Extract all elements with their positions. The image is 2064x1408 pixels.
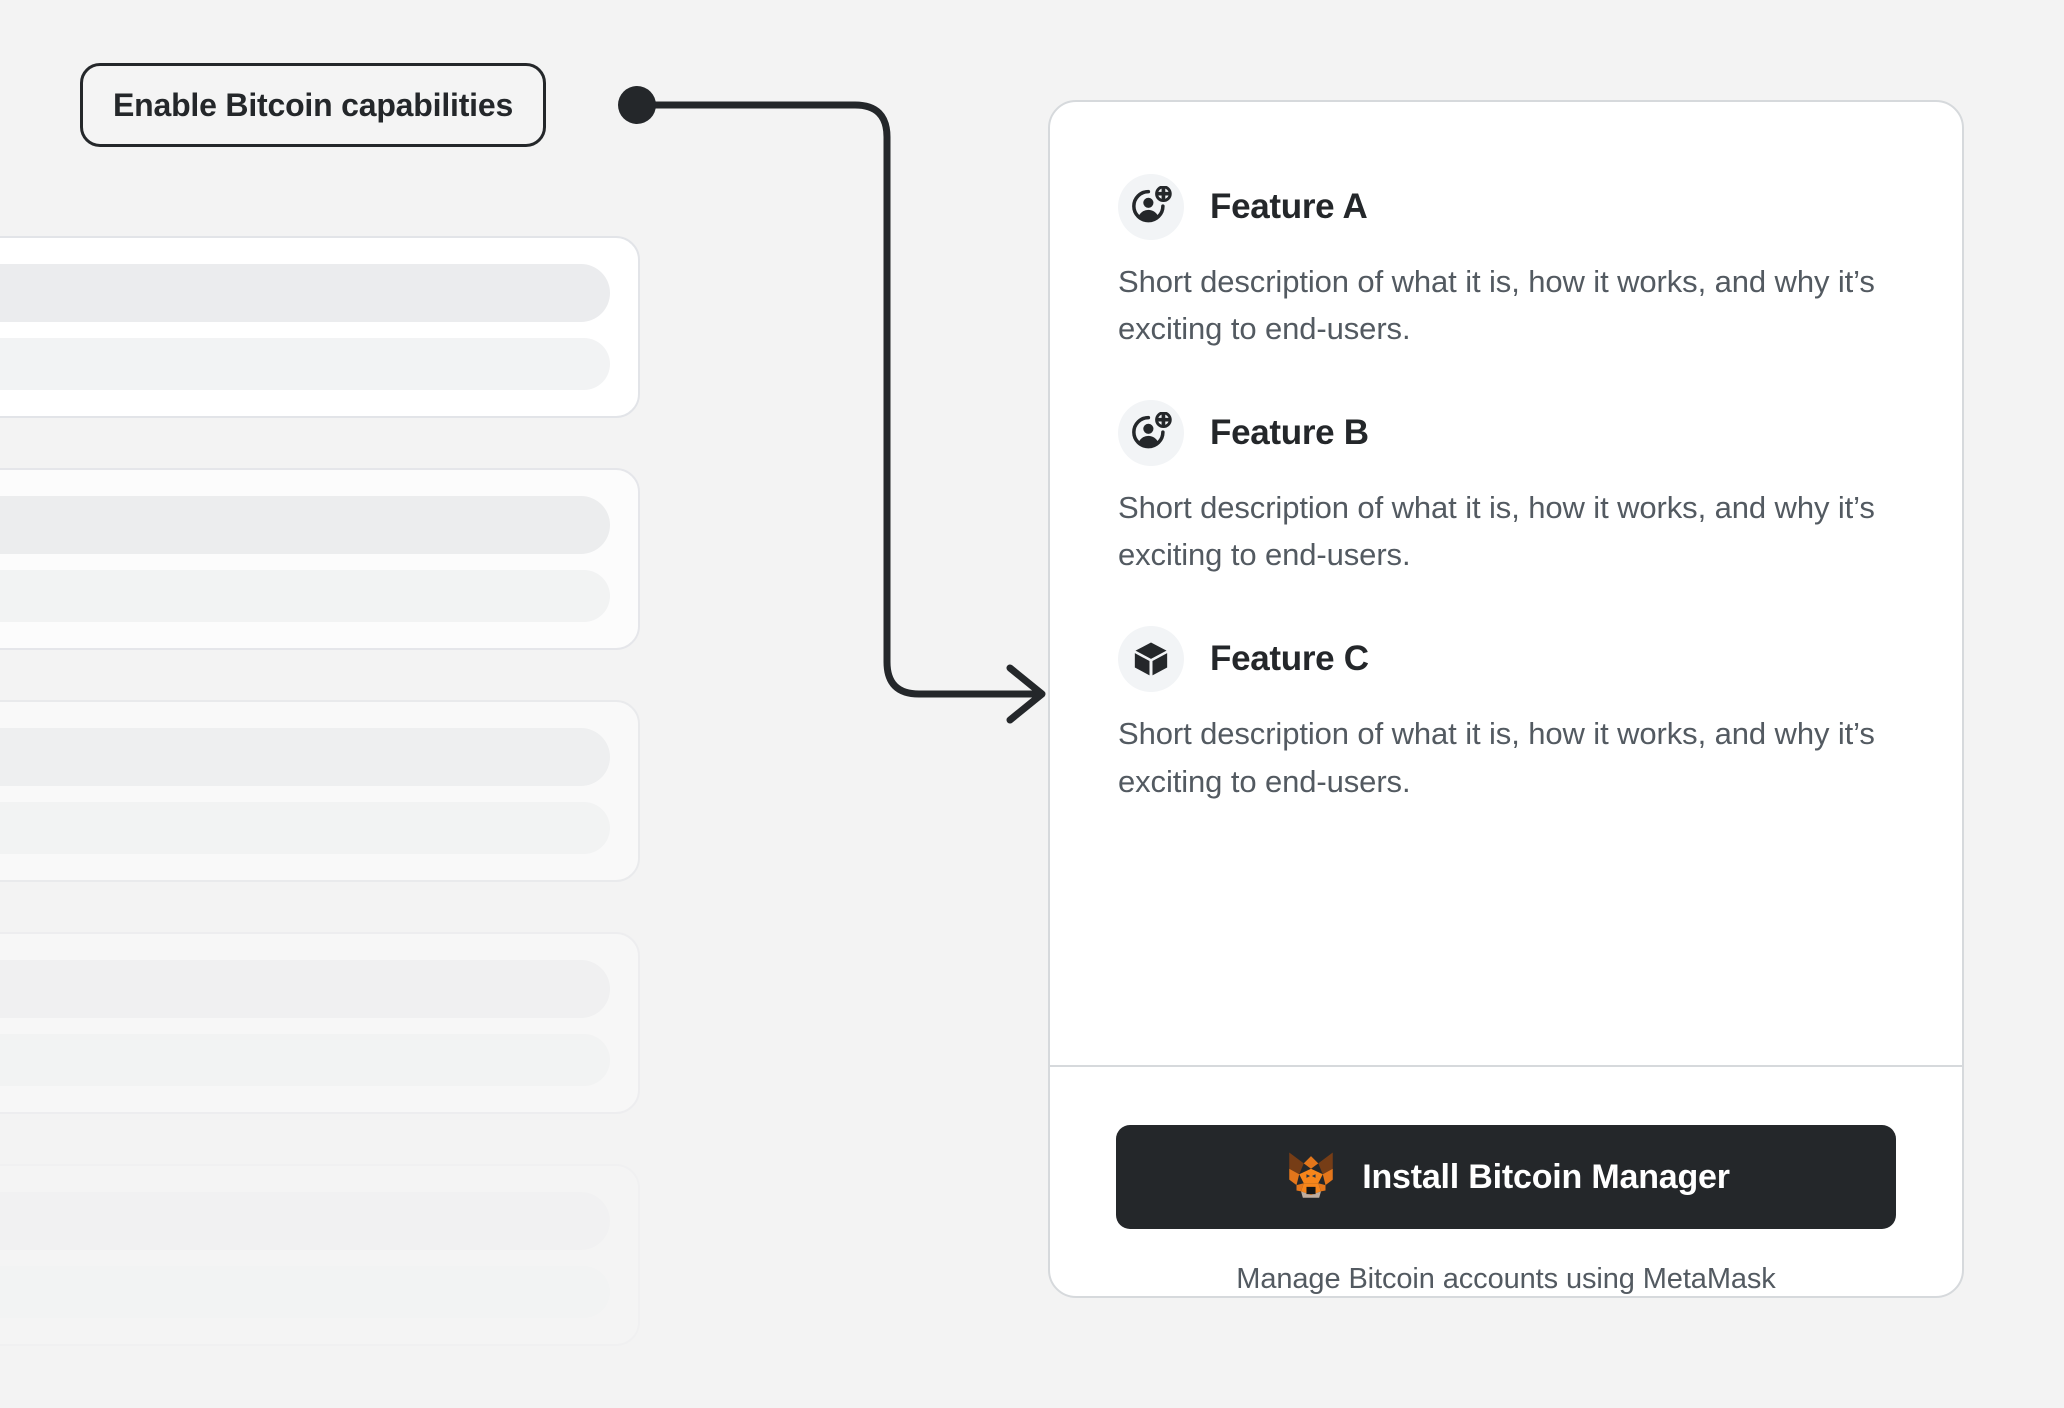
- feature-item-c: Feature C Short description of what it i…: [1118, 626, 1894, 804]
- feature-list: Feature A Short description of what it i…: [1050, 102, 1962, 1013]
- skeleton-card: [0, 236, 640, 418]
- connector-path: [633, 101, 1044, 698]
- feature-description: Short description of what it is, how it …: [1118, 264, 1875, 347]
- skeleton-bar-secondary: [0, 338, 610, 390]
- feature-card: Feature A Short description of what it i…: [1048, 100, 1964, 1298]
- account-plus-icon: [1118, 174, 1184, 240]
- skeleton-bar-secondary: [0, 1034, 610, 1086]
- card-footer: Install Bitcoin Manager Manage Bitcoin a…: [1050, 1067, 1962, 1296]
- skeleton-bar-primary: [0, 728, 610, 786]
- skeleton-bar-primary: [0, 496, 610, 554]
- skeleton-card: [0, 468, 640, 650]
- feature-header: Feature A: [1118, 174, 1894, 240]
- footer-caption: Manage Bitcoin accounts using MetaMask: [1236, 1263, 1776, 1295]
- skeleton-bar-secondary: [0, 802, 610, 854]
- cube-box-icon: [1118, 626, 1184, 693]
- skeleton-card: [0, 1164, 640, 1346]
- skeleton-card: [0, 700, 640, 882]
- feature-item-b: Feature B Short description of what it i…: [1118, 400, 1894, 578]
- connector-start-dot-icon: [618, 86, 656, 124]
- account-plus-icon: [1118, 400, 1184, 467]
- skeleton-card: [0, 932, 640, 1114]
- feature-description: Short description of what it is, how it …: [1118, 490, 1875, 573]
- skeleton-bar-primary: [0, 1192, 610, 1250]
- skeleton-bar-primary: [0, 264, 610, 322]
- skeleton-bar-primary: [0, 960, 610, 1018]
- feature-title: Feature C: [1210, 639, 1369, 679]
- callout-label: Enable Bitcoin capabilities: [113, 86, 514, 123]
- feature-description: Short description of what it is, how it …: [1118, 716, 1875, 799]
- metamask-fox-icon: [1282, 1147, 1340, 1208]
- feature-item-a: Feature A Short description of what it i…: [1118, 174, 1894, 352]
- feature-header: Feature C: [1118, 626, 1894, 693]
- feature-title: Feature A: [1210, 187, 1368, 226]
- install-button-label: Install Bitcoin Manager: [1362, 1157, 1730, 1196]
- skeleton-bar-secondary: [0, 1266, 610, 1318]
- background-skeleton-list: [0, 236, 640, 1408]
- install-bitcoin-manager-button[interactable]: Install Bitcoin Manager: [1116, 1125, 1896, 1229]
- arrow-right-icon: [1006, 664, 1046, 724]
- card-divider: [1050, 1065, 1962, 1067]
- callout-pill[interactable]: Enable Bitcoin capabilities: [80, 63, 547, 147]
- skeleton-bar-secondary: [0, 570, 610, 622]
- feature-header: Feature B: [1118, 400, 1894, 467]
- feature-title: Feature B: [1210, 413, 1369, 453]
